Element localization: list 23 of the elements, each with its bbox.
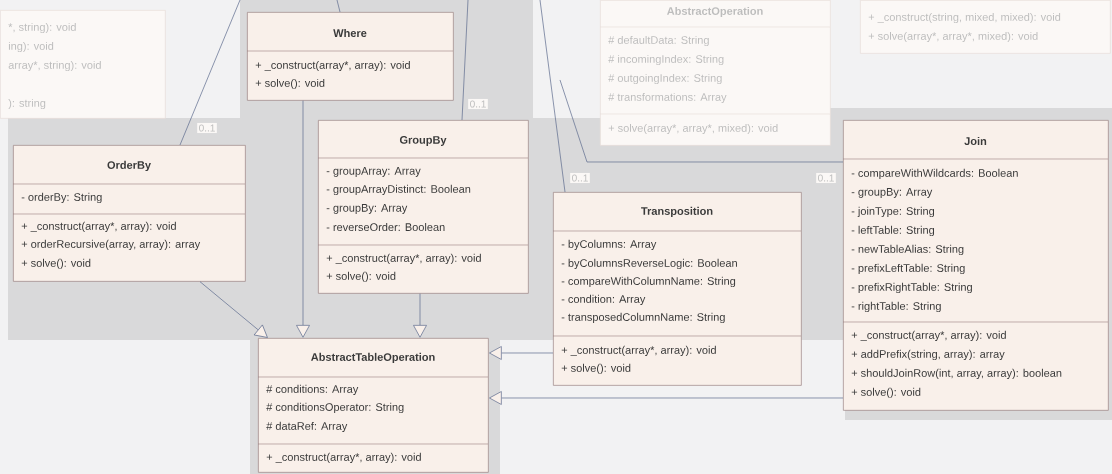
class-box: Transposition - byColumns: Array - byColumnsReverseLogic: Boolean - compareWithColumnName: String - condition: Array - transposedColumnName: String + _construct(array*, array): void + solve(): void bbox=[552, 192, 802, 386]
class-box: + _construct(string, mixed, mixed): void + solve(array*, array*, mixed): void bbox=[860, 0, 1111, 54]
multiplicity-label: 0..1 bbox=[468, 98, 488, 110]
class-box: Where + _construct(array*, array): void + solve(): void bbox=[246, 12, 454, 101]
generalization-arrow bbox=[489, 346, 554, 360]
class-box: GroupBy - groupArray: Array - groupArrayDistinct: Boolean - groupBy: Array - reverseOrder: Boolean + _construct(array*, array): void + solve(): void bbox=[317, 120, 529, 294]
multiplicity-label: 0..1 bbox=[816, 172, 836, 184]
association-line bbox=[539, 0, 566, 193]
class-box: *, string): void ing): void array*, string): void ): string bbox=[0, 10, 166, 119]
multiplicity-label: 0..1 bbox=[197, 122, 217, 134]
association-line bbox=[179, 0, 241, 146]
association-line bbox=[461, 0, 469, 121]
class-box: OrderBy - orderBy: String + _construct(array*, array): void + orderRecursive(array, array): array + solve(): void bbox=[12, 145, 246, 282]
association-line bbox=[336, 0, 341, 13]
association-line bbox=[559, 79, 844, 163]
generalization-arrow bbox=[489, 391, 844, 405]
class-box: Join - compareWithWildcards: Boolean - groupBy: Array - joinType: String - leftTable: String - newTableAlias: String - prefixLeftTable: String - prefixRightTable: String - rightTable: String + _construct(array*, array): void + addPrefix(string, array): array + shouldJoinRow(int, array, array): boolean + solve(): void bbox=[842, 120, 1109, 411]
generalization-arrow bbox=[199, 281, 268, 338]
class-box: AbstractTableOperation # conditions: Array # conditionsOperator: String # dataRef: Array + _construct(array*, array): void bbox=[257, 338, 489, 473]
generalization-arrow bbox=[413, 293, 427, 338]
generalization-arrow bbox=[296, 100, 310, 338]
multiplicity-label: 0..1 bbox=[570, 172, 590, 184]
class-box: AbstractOperation # defaultData: String # incomingIndex: String # outgoingIndex: String # transformations: Array + solve(array*, array*, mixed): void bbox=[599, 0, 831, 146]
